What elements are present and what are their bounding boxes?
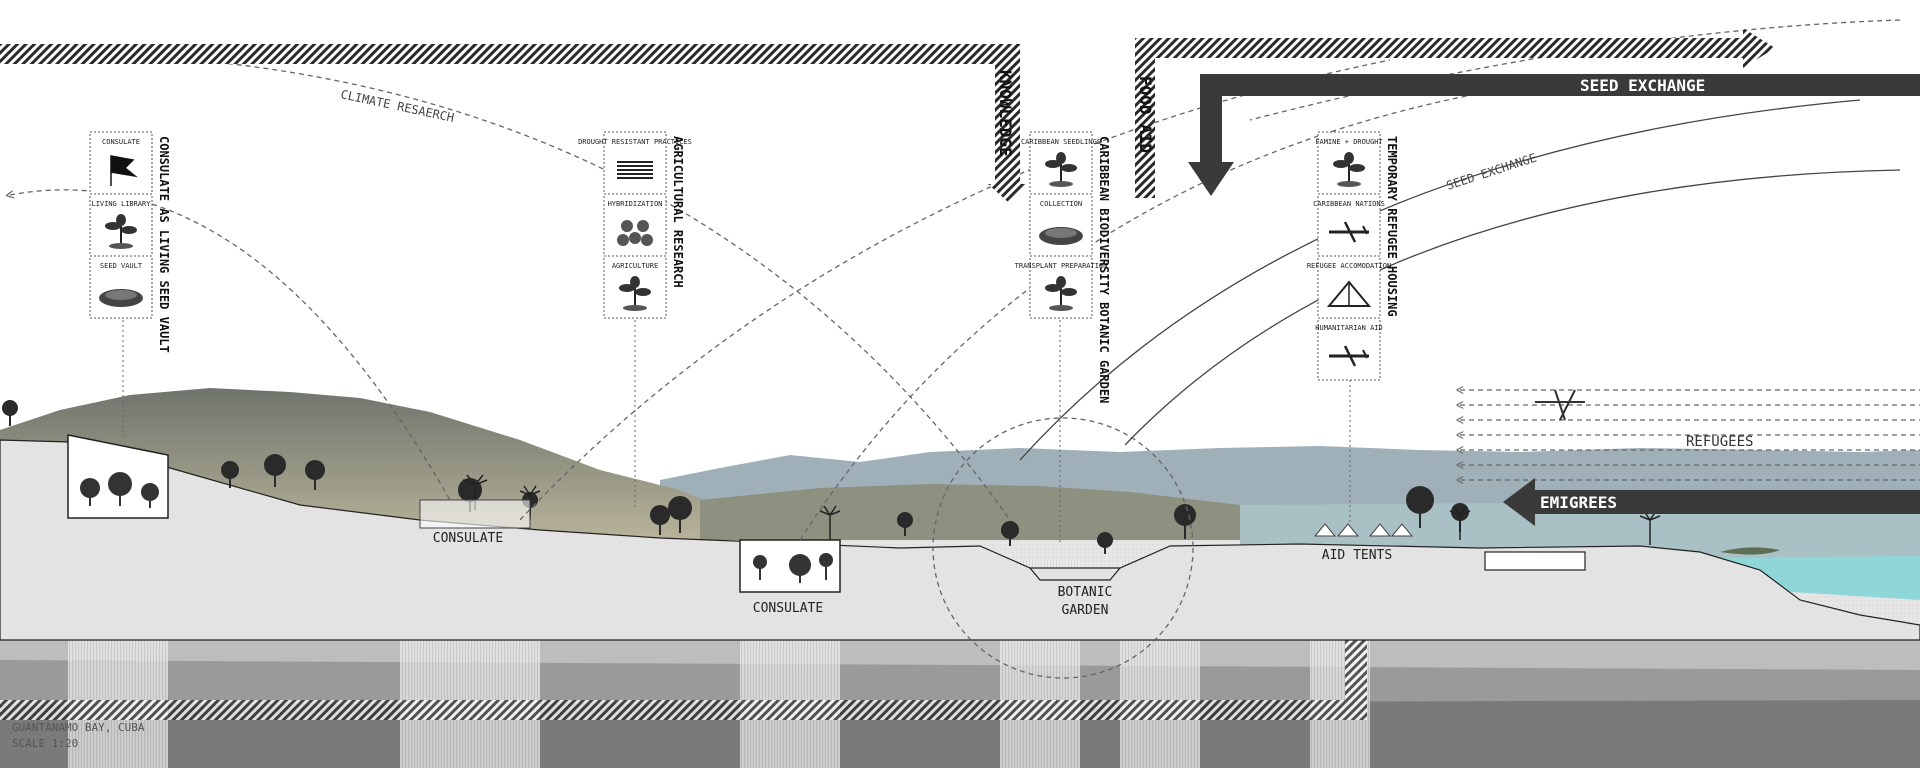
panel-title: CONSULATE AS LIVING SEED VAULT xyxy=(157,136,171,353)
plant-icon xyxy=(1045,276,1077,311)
tent-icon xyxy=(1326,280,1372,307)
panel-cell-label: CARIBBEAN NATIONS xyxy=(1313,200,1385,208)
climate-research-label: CLIMATE RESAERCH xyxy=(339,87,455,125)
consulate-terrace xyxy=(419,499,531,529)
food-aid-label: FOOD AID xyxy=(1136,76,1155,153)
layers-icon xyxy=(617,161,653,179)
panel-cell: TRANSPLANT PREPARATION xyxy=(1015,255,1108,319)
panel-cell: DROUGHT RESISTANT PRACTICES xyxy=(578,131,692,195)
panel-title: AGRICULTURAL RESEARCH xyxy=(671,136,685,288)
panel-cell: HYBRIDIZATION xyxy=(603,193,667,257)
consulate-label-1: CONSULATE xyxy=(433,531,503,546)
botanic-label-2: GARDEN xyxy=(1062,603,1109,618)
panel-cell-label: CARIBBEAN SEEDLINGS xyxy=(1021,138,1101,146)
refugees-label: REFUGEES xyxy=(1686,434,1753,450)
panel-cell: CARIBBEAN NATIONS xyxy=(1313,193,1385,257)
panel-cell-label: TRANSPLANT PREPARATION xyxy=(1015,262,1108,270)
location-label: GUANTANAMO BAY, CUBA xyxy=(12,721,145,734)
airplane-icon xyxy=(1535,389,1585,421)
consulate-lower-box xyxy=(739,539,841,593)
panel-cell: REFUGEE ACCOMODATION xyxy=(1307,255,1391,319)
seed-exchange-small-label: SEED EXCHANGE xyxy=(1445,151,1539,193)
food-aid-arrow xyxy=(1135,28,1775,198)
botanic-label-1: BOTANIC xyxy=(1058,585,1113,600)
panel-cell: CARIBBEAN SEEDLINGS xyxy=(1021,131,1101,195)
consulate-label-2: CONSULATE xyxy=(753,601,823,616)
scale-label: SCALE 1:20 xyxy=(12,737,78,750)
seeds-icon xyxy=(1039,227,1083,245)
knowledge-label: KNOWLEDGE xyxy=(996,70,1015,157)
airplane-icon xyxy=(1329,221,1369,243)
tree-icon xyxy=(105,214,137,249)
panel-cell: COLLECTION xyxy=(1029,193,1093,257)
panel-cell-label: HUMANITARIAN AID xyxy=(1315,324,1382,332)
seed-exchange-arrow xyxy=(1188,74,1920,196)
panel-cell-label: HYBRIDIZATION xyxy=(608,200,663,208)
emigrees-arrow xyxy=(1503,478,1920,526)
panel-title: CARIBBEAN BIODIVERSITY BOTANIC GARDEN xyxy=(1097,136,1111,403)
botanic-garden-basin xyxy=(1029,567,1121,581)
panel-cell: LIVING LIBRARY xyxy=(89,193,153,257)
seedling-icon xyxy=(1045,152,1077,187)
panel-cell: AGRICULTURE xyxy=(603,255,667,319)
panel-cell-label: SEED VAULT xyxy=(100,262,143,270)
panel-cell-label: LIVING LIBRARY xyxy=(91,200,151,208)
panel-cell-label: FAMINE + DROUGHT xyxy=(1315,138,1383,146)
panel-cell-label: CONSULATE xyxy=(102,138,140,146)
panel-cell-label: COLLECTION xyxy=(1040,200,1082,208)
panel-cell: SEED VAULT xyxy=(89,255,153,319)
panel-title: TEMPORARY REFUGEE HOUSING xyxy=(1385,136,1399,317)
panel-cell: CONSULATE xyxy=(89,131,153,195)
landscape xyxy=(0,388,1920,641)
emigrees-label: EMIGREES xyxy=(1540,493,1617,512)
panel-cell-label: REFUGEE ACCOMODATION xyxy=(1307,262,1391,270)
panel-cell-label: DROUGHT RESISTANT PRACTICES xyxy=(578,138,692,146)
consulate-vault-box xyxy=(67,434,169,519)
spheres-icon xyxy=(617,220,653,246)
plant-icon xyxy=(619,276,651,311)
refugee-flow-lines xyxy=(1460,390,1920,480)
info-panel: CARIBBEAN SEEDLINGS COLLECTION TRANSPLANT … xyxy=(1015,131,1111,403)
dry-crop-icon xyxy=(1333,152,1365,187)
knowledge-arrow xyxy=(0,44,1028,202)
coastal-platform xyxy=(1484,551,1586,571)
info-panel: CONSULATE LIVING LIBRARY SEED VAULT CONSULA… xyxy=(89,131,171,353)
aid-tents-label: AID TENTS xyxy=(1322,548,1392,563)
info-panel: FAMINE + DROUGHT CARIBBEAN NATIONS REFUGEE… xyxy=(1307,131,1399,381)
info-panel: DROUGHT RESISTANT PRACTICES HYBRIDIZATION… xyxy=(578,131,692,319)
panel-cell: FAMINE + DROUGHT xyxy=(1315,131,1383,195)
panel-leaders xyxy=(122,320,1351,545)
info-panels: CONSULATE LIVING LIBRARY SEED VAULT CONSULA… xyxy=(89,131,1399,403)
seed-exchange-label: SEED EXCHANGE xyxy=(1580,76,1705,95)
flag-icon xyxy=(110,155,138,186)
cargo-plane-icon xyxy=(1329,345,1369,367)
seeds-icon xyxy=(99,289,143,307)
panel-cell-label: AGRICULTURE xyxy=(612,262,658,270)
panel-cell: HUMANITARIAN AID xyxy=(1315,317,1383,381)
